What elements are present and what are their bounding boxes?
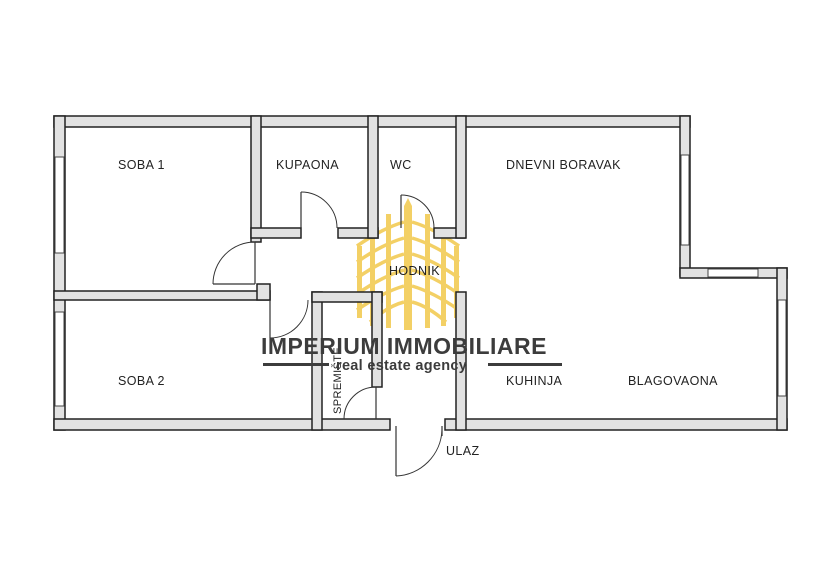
doors xyxy=(212,191,443,477)
window-blagovaona xyxy=(777,299,787,397)
label-kuhinja: KUHINJA xyxy=(506,374,563,388)
window-soba1 xyxy=(54,156,65,254)
wall-wc-boravak xyxy=(455,115,467,239)
label-spremiste: SPREMIŠTE xyxy=(331,347,344,414)
label-soba2: SOBA 2 xyxy=(118,374,165,388)
window-soba2 xyxy=(54,311,65,407)
windows xyxy=(54,154,787,407)
watermark-underline-left xyxy=(263,363,329,366)
door-soba2 xyxy=(269,299,309,339)
watermark: IMPERIUM IMMOBILIARE real estate agency xyxy=(261,333,562,374)
wall-boravak-hodnik xyxy=(455,291,467,431)
label-hodnik: HODNIK xyxy=(389,264,440,278)
outer-wall-bottom-left xyxy=(53,418,391,431)
label-dnevni-boravak: DNEVNI BORAVAK xyxy=(506,158,621,172)
door-ulaz xyxy=(395,426,443,477)
door-soba1 xyxy=(212,241,256,285)
wall-spremiste-right xyxy=(371,291,383,388)
wall-soba1-soba2 xyxy=(53,290,271,301)
watermark-title: IMPERIUM IMMOBILIARE xyxy=(261,333,547,359)
wall-kupaona-wc xyxy=(367,115,379,239)
door-spremiste xyxy=(343,386,377,420)
label-ulaz: ULAZ xyxy=(446,444,480,458)
outer-wall-bottom-right xyxy=(444,418,788,431)
label-wc: WC xyxy=(390,158,412,172)
door-kupaona xyxy=(300,191,338,229)
window-notch xyxy=(707,268,759,278)
label-kupaona: KUPAONA xyxy=(276,158,339,172)
label-soba1: SOBA 1 xyxy=(118,158,165,172)
wall-soba2-spremiste xyxy=(311,291,323,431)
wall-hodnik-post xyxy=(256,283,271,301)
wall-soba1-kupaona-upper xyxy=(250,115,262,243)
room-labels: SOBA 1 KUPAONA WC DNEVNI BORAVAK HODNIK … xyxy=(118,158,718,458)
label-blagovaona: BLAGOVAONA xyxy=(628,374,718,388)
watermark-subtitle: real estate agency xyxy=(336,358,467,374)
watermark-underline-right xyxy=(488,363,562,366)
door-wc xyxy=(400,194,435,229)
wall-kupaona-bottom-left xyxy=(250,227,302,239)
window-boravak xyxy=(680,154,690,246)
